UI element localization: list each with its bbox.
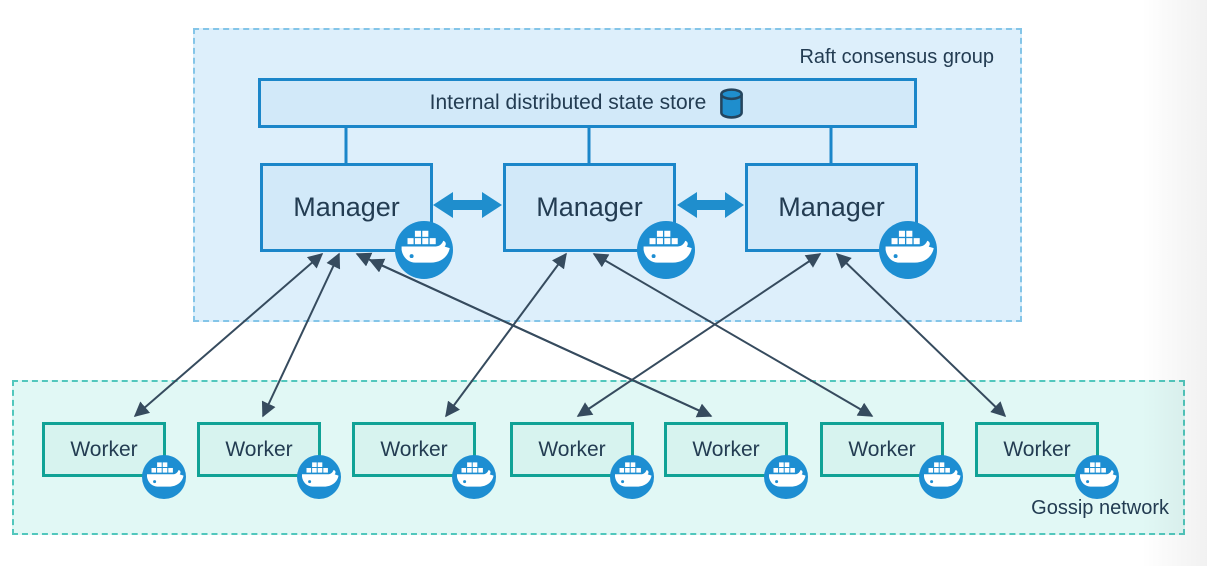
docker-icon-worker-5: [764, 455, 808, 499]
manager-1-label: Manager: [293, 192, 400, 222]
state-store-label: Internal distributed state store: [429, 91, 707, 114]
worker-5-box: Worker: [664, 422, 788, 477]
worker-3-box: Worker: [352, 422, 476, 477]
docker-icon-worker-4: [610, 455, 654, 499]
manager-2-label: Manager: [536, 192, 643, 222]
worker-4-label: Worker: [538, 437, 606, 461]
docker-icon-manager-1: [395, 221, 453, 279]
worker-1-label: Worker: [70, 437, 138, 461]
manager-2-box: Manager: [503, 163, 676, 252]
worker-3-label: Worker: [380, 437, 448, 461]
gossip-network-label: Gossip network: [1031, 497, 1169, 519]
docker-icon-worker-6: [919, 455, 963, 499]
worker-7-label: Worker: [1003, 437, 1071, 461]
database-cylinder-icon: [718, 87, 745, 120]
docker-icon-worker-7: [1075, 455, 1119, 499]
state-store-box: Internal distributed state store: [258, 78, 917, 128]
raft-consensus-group-label: Raft consensus group: [799, 46, 994, 68]
docker-icon-manager-2: [637, 221, 695, 279]
worker-2-label: Worker: [225, 437, 293, 461]
docker-icon-worker-1: [142, 455, 186, 499]
docker-icon-manager-3: [879, 221, 937, 279]
manager-3-label: Manager: [778, 192, 885, 222]
docker-icon-worker-2: [297, 455, 341, 499]
docker-icon-worker-3: [452, 455, 496, 499]
worker-5-label: Worker: [692, 437, 760, 461]
worker-6-label: Worker: [848, 437, 916, 461]
